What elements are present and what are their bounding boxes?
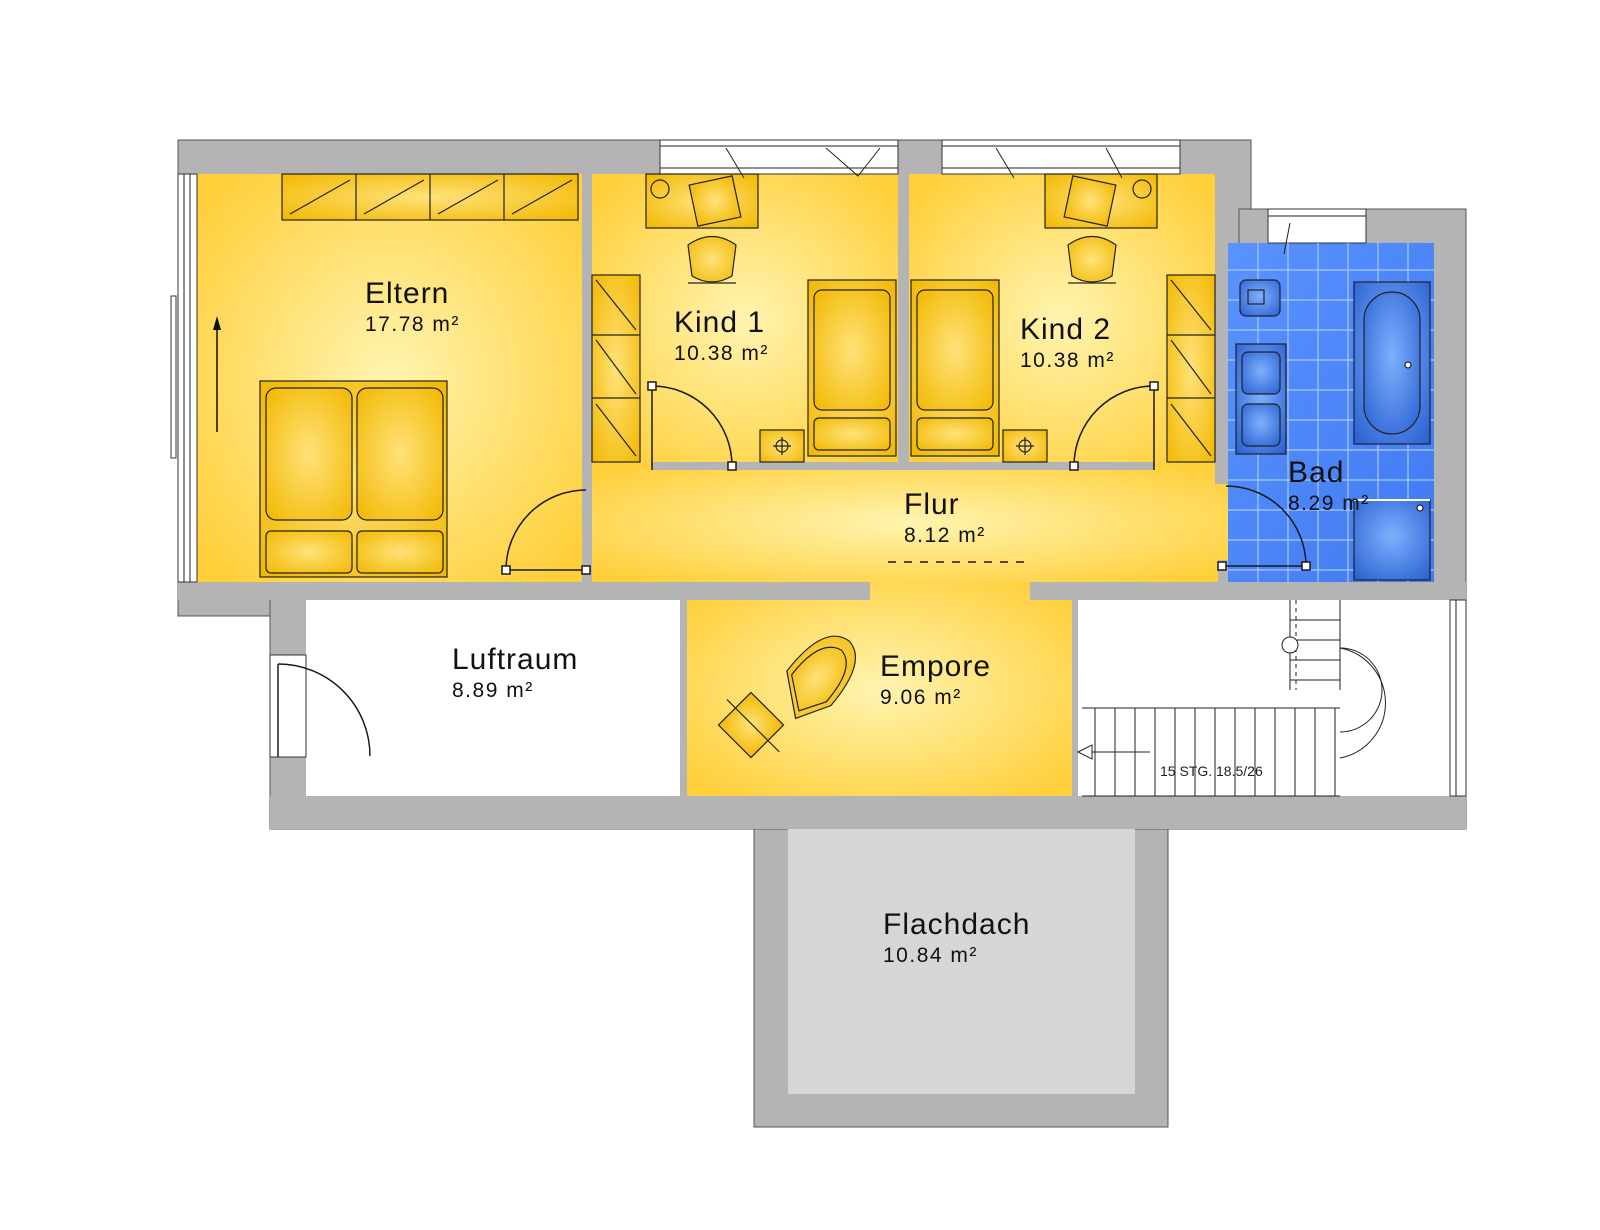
bath-fixtures [1235,279,1431,581]
windows [170,139,1467,797]
furniture-kind1 [591,173,897,463]
staircase [1076,600,1386,797]
floor-luftraum [306,600,687,796]
arrow-up-icon [213,316,221,432]
floor-stairwell [1072,600,1466,796]
toilet-icon [1239,279,1281,317]
lounge-chair-icon [717,635,857,759]
room-area-flachdach: 10.84 m² [883,944,978,967]
room-area-empore: 9.06 m² [880,686,962,709]
room-name-flachdach: Flachdach [883,908,1030,941]
wardrobe-eltern [281,173,579,221]
room-area-luftraum: 8.89 m² [452,679,534,702]
shower-icon [1353,499,1431,581]
room-area-flur: 8.12 m² [904,524,986,547]
room-name-luftraum: Luftraum [452,643,578,676]
room-labels: Eltern 17.78 m² Kind 1 10.38 m² Kind 2 1… [365,277,1370,967]
interior-walls [178,174,1466,829]
room-name-eltern: Eltern [365,277,449,310]
double-bed [259,380,448,578]
room-name-kind1: Kind 1 [674,306,765,339]
room-name-flur: Flur [904,488,960,521]
furniture-kind2 [910,173,1216,463]
stair-note: 15 STG. 18.5/26 [1160,763,1263,779]
room-name-empore: Empore [880,650,991,683]
room-name-bad: Bad [1288,456,1344,489]
room-area-bad: 8.29 m² [1288,492,1370,515]
doors [277,147,1311,757]
room-name-kind2: Kind 2 [1020,313,1111,346]
floor-flur [592,464,1228,582]
room-area-kind1: 10.38 m² [674,342,769,365]
floor-flachdach [788,829,1135,1094]
floor-empore [687,582,1072,796]
room-area-eltern: 17.78 m² [365,313,460,336]
room-area-kind2: 10.38 m² [1020,349,1115,372]
